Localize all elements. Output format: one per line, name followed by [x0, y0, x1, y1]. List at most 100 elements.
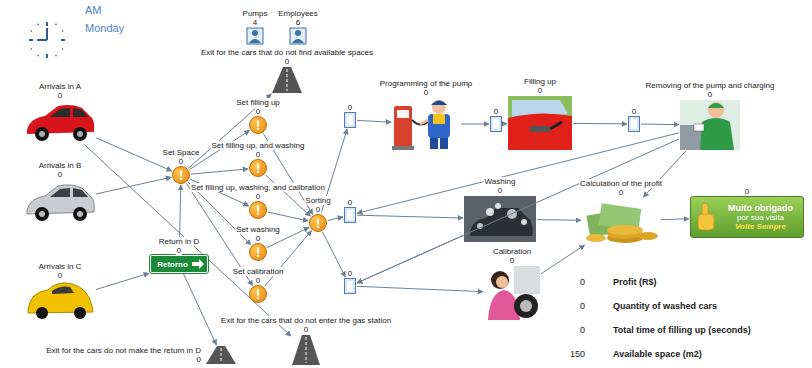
connector-line [461, 124, 489, 125]
red-car-image [77, 131, 83, 137]
exclamation-dot [257, 171, 259, 173]
exclamation-symbol [310, 215, 326, 231]
charging-attendant-image [708, 102, 724, 118]
exit-road-icon [221, 348, 222, 362]
node-label: Sorting [304, 196, 331, 205]
employee-count-icon [295, 30, 301, 36]
clock-icon [31, 48, 33, 50]
charging-attendant-image [680, 100, 740, 150]
employee-count-icon [290, 28, 306, 44]
stat-caption: Total time of filling up (seconds) [613, 325, 751, 335]
node-label-group: 0 [347, 103, 353, 112]
time-label: AM [85, 4, 102, 17]
node-label: 0 [255, 150, 261, 159]
node-label-group: Filling up0 [523, 77, 557, 95]
node-label: 0 [347, 198, 353, 207]
node-label-group: Arrivals in A0 [38, 82, 82, 100]
process-image: Programming of the pump0 [392, 98, 460, 150]
employee-count-icon [290, 28, 306, 44]
node-label: 0 [255, 276, 261, 285]
pump-count-icon [247, 28, 263, 44]
red-car-image [35, 127, 49, 141]
queue-box: 0 [628, 116, 640, 132]
queue-box: 0 [490, 116, 502, 132]
exclamation-symbol [250, 202, 266, 218]
exclamation-symbol [250, 286, 266, 302]
clock-icon [46, 54, 48, 58]
clock-icon [29, 22, 65, 58]
thank-you-sign: 0Muito obrigadopor sua visitaVolte Sempr… [690, 196, 804, 238]
stat-value: 0 [580, 301, 585, 311]
car-wash-image [486, 208, 494, 216]
node-label: Set calibration [232, 267, 285, 276]
pump-attendant-image [392, 146, 414, 150]
tire-calibration-image [520, 300, 532, 312]
node-label: Programming of the pump [379, 79, 474, 88]
node-body: Retorno [154, 256, 191, 272]
connector-line [357, 139, 679, 283]
arrival-car-image: Arrivals in B0 [25, 180, 95, 224]
queue-box: 0 [344, 207, 356, 223]
decision-circle: Set washing0 [249, 243, 267, 261]
exit-road-icon [306, 337, 307, 363]
node-label: 0 [497, 186, 503, 195]
node-label-group: Set calibration0 [232, 267, 285, 285]
node-label: 0 [284, 57, 290, 66]
car-wash-image [470, 208, 533, 236]
resource-label: Pumps [243, 9, 268, 18]
clock-icon [46, 22, 48, 26]
pump-attendant-image [433, 114, 445, 124]
connector-line [96, 177, 171, 194]
silver-car-image [39, 211, 45, 217]
day-label: Monday [85, 22, 124, 35]
exit-road: Exit for the cars that do not enter the … [292, 335, 320, 365]
connector-line [328, 217, 343, 221]
exclamation-bar [257, 205, 259, 212]
pump-count-icon [252, 30, 258, 36]
node-label-group: 0 [744, 187, 750, 196]
connector-line [641, 124, 679, 126]
pump-attendant-image [428, 114, 450, 138]
node-label-group: Set washing0 [235, 225, 281, 243]
decision-circle: Set filling up, washing, and calibration… [249, 201, 267, 219]
node-body: Muito obrigadopor sua visitaVolte Sempre [721, 197, 800, 237]
tire-calibration-image [491, 271, 509, 289]
red-car-image [73, 127, 87, 141]
node-label-group: 0 [347, 198, 353, 207]
exclamation-symbol [250, 160, 266, 176]
exclamation-bar [317, 218, 319, 225]
node-label: 0 [347, 269, 353, 278]
exclamation-symbol [250, 117, 266, 133]
connector-line [541, 245, 585, 274]
node-label: 0 [196, 355, 202, 364]
car-wash-image [521, 219, 527, 225]
filling-up-image [550, 122, 562, 129]
node-label-group: Set Space0 [162, 148, 201, 166]
node-label: 0 [423, 88, 429, 97]
red-car-image [73, 108, 88, 117]
charging-attendant-image [694, 124, 704, 131]
node-label: Washing [484, 177, 517, 186]
node-label: 0 [255, 107, 261, 116]
connector-line [268, 212, 308, 221]
node-label: 0 [176, 246, 182, 255]
node-label-group: Arrivals in B0 [38, 161, 83, 179]
node-label: 0 [744, 187, 750, 196]
money-pile-image [586, 203, 658, 243]
node-text: Volte Sempre [735, 222, 786, 231]
tire-calibration-image [514, 266, 540, 294]
node-label: Arrivals in C [37, 262, 82, 271]
tire-calibration-image [488, 266, 540, 320]
pump-attendant-image [397, 110, 409, 118]
node-label: Exit for the cars that do not enter the … [220, 316, 392, 325]
thumb-hand [698, 214, 714, 230]
node-label-group: Calculation of the profit0 [579, 179, 663, 197]
tire-calibration-image [496, 276, 508, 288]
clock-icon [62, 30, 64, 32]
process-image: Calculation of the profit0 [582, 198, 660, 244]
stat-value: 150 [570, 349, 585, 359]
node-label: 0 [255, 192, 261, 201]
car-wash-image [495, 203, 501, 209]
node-label-group: Exit for the cars do not make the return… [45, 346, 202, 364]
